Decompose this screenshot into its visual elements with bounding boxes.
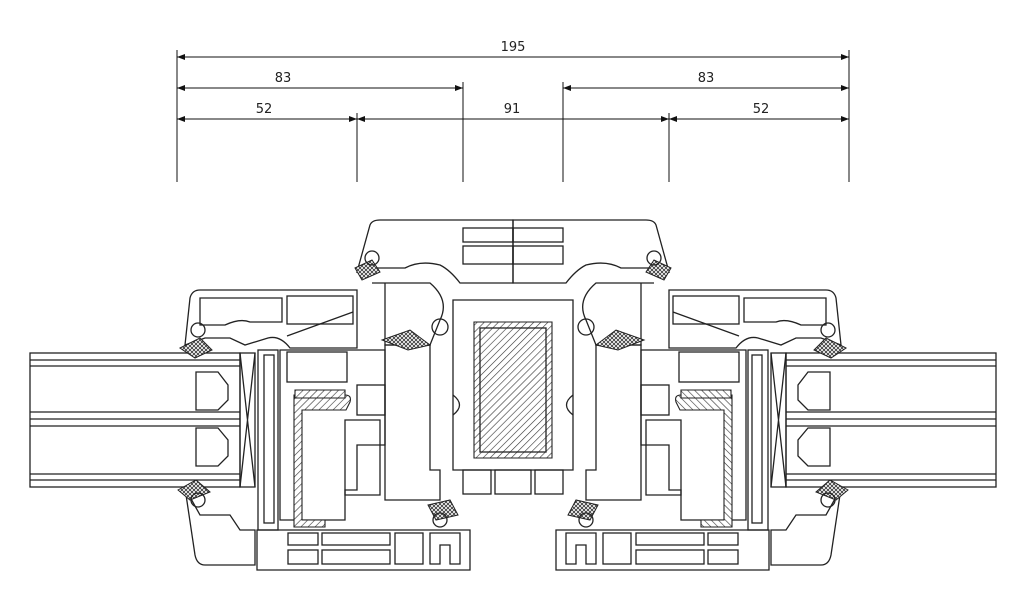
- dimension-label-right-outer: 83: [698, 71, 715, 86]
- gasket: [380, 329, 432, 351]
- glazing-unit: [29, 352, 256, 488]
- profile-right-half: [512, 219, 997, 571]
- gasket: [179, 337, 213, 359]
- dimension-label-right-inner: 52: [753, 102, 770, 117]
- gasket: [177, 479, 211, 501]
- central-mullion: [452, 299, 574, 495]
- dimension-label-middle: 91: [504, 102, 521, 117]
- dimension-label-left-outer: 83: [275, 71, 292, 86]
- profile-left-half: [29, 219, 514, 571]
- dimension-lines: [176, 50, 850, 182]
- gasket: [427, 499, 459, 521]
- dimension-label-overall: 195: [501, 40, 526, 55]
- dimension-label-left-inner: 52: [256, 102, 273, 117]
